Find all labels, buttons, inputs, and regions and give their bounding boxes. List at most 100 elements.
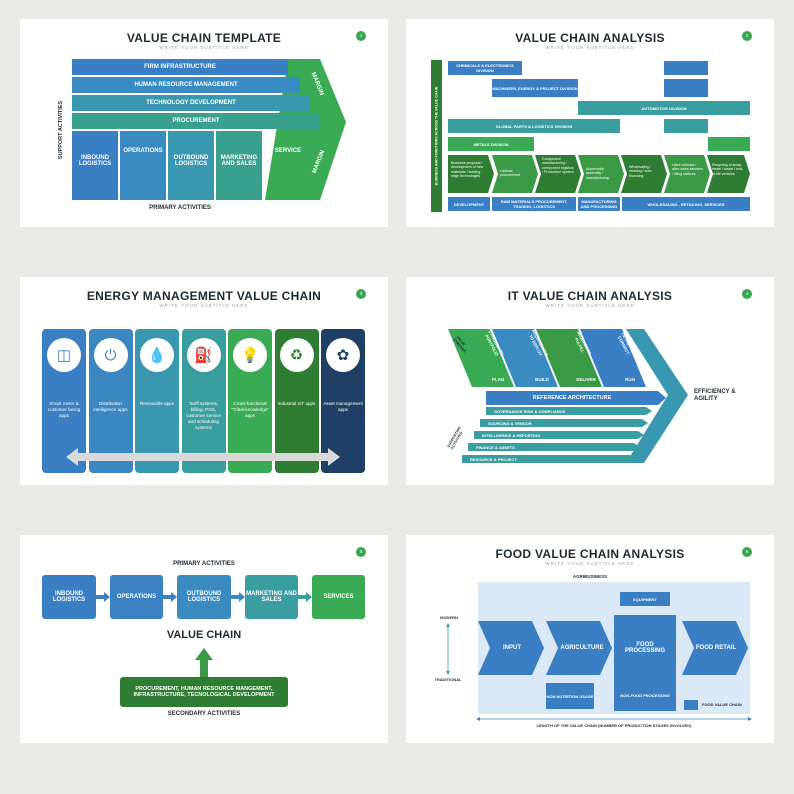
water-drop-icon: 💧	[140, 338, 174, 372]
stage-text: Optimal procurement	[500, 169, 521, 178]
supporting-bar[interactable]: INTELLIGENCE & REPORTING	[482, 432, 541, 438]
supporting-bar[interactable]: RESOURCE & PROJECT	[470, 456, 517, 462]
chain-arrow[interactable]: INPUT	[503, 645, 521, 651]
fuel-icon: ⛽	[186, 338, 221, 372]
stream-phase[interactable]: PLAN	[491, 377, 505, 382]
chain-arrow[interactable]: FOOD PROCESSING	[624, 642, 665, 654]
chain-arrow[interactable]: FOOD RETAIL	[695, 645, 737, 651]
division-bar[interactable]: GLOBAL PARTS & LOGISTICS DIVISION	[448, 119, 620, 133]
primary-activity[interactable]: INBOUND LOGISTICS	[78, 155, 112, 167]
non-food-label: NON-FOOD PROCESSING	[620, 692, 670, 698]
page-badge: 4	[742, 289, 752, 299]
primary-secondary-card[interactable]: 5 PRIMARY ACTIVITIES INBOUND LOGISTICS O…	[20, 535, 388, 743]
stage-group[interactable]: DEVELOPMENT	[448, 197, 490, 211]
energy-column[interactable]: ♻ Industrial IoT apps	[274, 329, 319, 473]
card-title: FOOD VALUE CHAIN ANALYSIS	[495, 547, 685, 561]
division-bar[interactable]: CHEMICALS & ELECTRONICS DIVISION	[448, 61, 522, 75]
division-bar[interactable]: MACHINERY, ENERGY & PROJECT DIVISION	[492, 79, 578, 97]
lightbulb-icon: 💡	[233, 338, 267, 372]
card-subtitle: WRITE YOUR SUBTITLE HERE	[545, 561, 635, 566]
non-nutrition-box[interactable]: NON NUTRITION USAGE	[546, 683, 594, 709]
energy-column[interactable]: ⛽ Tariff systems, billing, POS, customer …	[181, 329, 226, 473]
page-badge: 6	[742, 547, 752, 557]
supporting-bar[interactable]: SOURCING & VENDOR	[488, 420, 532, 426]
secondary-box[interactable]: PROCUREMENT, HUMAN RESOURCE MANGEMENT, I…	[120, 677, 288, 707]
step-box[interactable]: INBOUND LOGISTICS	[42, 575, 96, 619]
card-subtitle: WRITE YOUR SUBTITLE HERE	[159, 303, 249, 308]
energy-column-text: Cross-functional "Tribal-knowledge" apps	[230, 401, 270, 418]
energy-column[interactable]: ⏻ Distribution intelligence apps	[88, 329, 133, 473]
stage-chevrons	[448, 155, 750, 193]
energy-column-text: Distribution intelligence apps	[93, 401, 128, 412]
step-box[interactable]: OUTBOUND LOGISTICS	[177, 575, 231, 619]
food-value-chain-card[interactable]: FOOD VALUE CHAIN ANALYSIS WRITE YOUR SUB…	[406, 535, 774, 743]
energy-column[interactable]: 💡 Cross-functional "Tribal-knowledge" app…	[228, 329, 272, 473]
database-icon: ◫	[47, 338, 81, 372]
energy-column-text: Industrial IoT apps	[277, 401, 316, 406]
support-activities-label: SUPPORT ACTIVITIES	[58, 100, 65, 159]
energy-management-card[interactable]: ENERGY MANAGEMENT VALUE CHAIN WRITE YOUR…	[20, 277, 388, 485]
step-box[interactable]: MARKETING AND SALES	[245, 575, 298, 619]
card-subtitle: WRITE YOUR SUBTITLE HERE	[545, 303, 635, 308]
energy-column[interactable]: 💧Renewable apps	[135, 329, 179, 473]
primary-activity[interactable]: SERVICE	[274, 148, 302, 154]
step-box[interactable]: SERVICES	[312, 575, 365, 619]
step-box[interactable]: OPERATIONS	[110, 575, 163, 619]
stage-group[interactable]: RAW MATERIALS PROCUREMENT, TRADING, LOGI…	[492, 197, 576, 211]
agribusiness-label: AGRIBUSINESS	[572, 574, 608, 579]
energy-column-text: Tariff systems, billing, POS, customer s…	[186, 401, 221, 430]
leaf-icon: ✿	[326, 338, 360, 372]
page-badge: 1	[356, 31, 366, 41]
page-badge: 5	[356, 547, 366, 557]
stream-phase[interactable]: DELIVER	[576, 377, 596, 382]
equipment-box[interactable]: EQUIPMENT	[620, 592, 670, 606]
support-row[interactable]: PROCUREMENT	[172, 118, 220, 124]
stage-text: Component manufacturing / component logi…	[542, 157, 574, 175]
axis-label: LENGTH OF THE VALUE CHAIN (NUMBER OF PRO…	[536, 723, 692, 728]
energy-column[interactable]: ◫Smart meter & customer facing apps	[42, 329, 86, 473]
value-chain-template-card[interactable]: VALUE CHAIN TEMPLATE WRITE YOUR SUBTITLE…	[20, 19, 388, 227]
energy-column[interactable]: ✿Asset management apps	[321, 329, 365, 473]
it-chain-graphic	[448, 329, 688, 463]
stage-text: Automobile assembly / manufacturing	[586, 167, 609, 180]
recycle-bin-icon: ♻	[279, 338, 314, 372]
traditional-label: TRADITIONAL	[434, 677, 462, 682]
primary-activities-label: PRIMARY ACTIVITIES	[173, 561, 235, 567]
primary-activities-label: PRIMARY ACTIVITIES	[149, 205, 211, 211]
processing-column	[614, 615, 676, 711]
stage-group[interactable]: MANUFACTURING AND PROCESSING	[578, 197, 620, 211]
food-chain-arrows	[446, 621, 752, 721]
outlet-icon: ⏻	[93, 338, 128, 372]
value-chain-heading: VALUE CHAIN	[166, 629, 242, 641]
stream-phase[interactable]: RUN	[625, 377, 635, 382]
flow-arrows	[96, 592, 312, 677]
chain-arrow[interactable]: AGRICULTURE	[560, 645, 604, 651]
legend-swatch	[684, 700, 698, 710]
stage-text: Used vehicles / after-sales services / f…	[672, 163, 703, 176]
support-row[interactable]: TECHNOLOGY DEVELOPMENT	[146, 100, 236, 106]
card-title: VALUE CHAIN ANALYSIS	[515, 31, 665, 45]
value-chain-arrow-graphic	[72, 59, 346, 200]
stage-group[interactable]: WHOLESALING , RETAILING, SERVICES	[622, 197, 750, 211]
primary-activity[interactable]: OUTBOUND LOGISTICS	[173, 155, 209, 167]
primary-activity[interactable]: OPERATIONS	[123, 148, 163, 154]
reference-architecture-bar[interactable]: REFERENCE ARCHITECTURE	[532, 395, 612, 401]
legend-label: FOOD VALUE CHAIN	[702, 702, 742, 707]
card-title: ENERGY MANAGEMENT VALUE CHAIN	[86, 289, 322, 303]
secondary-activities-label: SECONDARY ACTIVITIES	[167, 711, 241, 717]
it-value-chain-card[interactable]: IT VALUE CHAIN ANALYSIS WRITE YOUR SUBTI…	[406, 277, 774, 485]
page-badge: 2	[742, 31, 752, 41]
division-bar[interactable]: METALS DIVISION	[448, 137, 534, 151]
supporting-bar[interactable]: GOVERNANCE RISK & COMPLIANCE	[494, 408, 566, 414]
stage-text: Business proposal / development of new m…	[451, 161, 484, 179]
supporting-bar[interactable]: FINANCE & ASSETS	[476, 444, 515, 450]
stage-text: Recycling of scrap metal / waste / end-o…	[712, 163, 744, 176]
card-subtitle: WRITE YOUR SUBTITLE HERE	[545, 45, 635, 50]
primary-activity[interactable]: MARKETING AND SALES	[220, 155, 258, 167]
stream-phase[interactable]: BUILD	[535, 377, 549, 382]
stage-text: Wholesaling / retailing / auto financing	[629, 165, 652, 178]
value-chain-analysis-card[interactable]: VALUE CHAIN ANALYSIS WRITE YOUR SUBTITLE…	[406, 19, 774, 227]
support-row[interactable]: FIRM INFRASTRUCTURE	[144, 64, 216, 70]
support-row[interactable]: HUMAN RESOURCE MANAGEMENT	[134, 82, 238, 88]
division-bar[interactable]: AUTOMOTIVE DIVISION	[578, 101, 750, 115]
